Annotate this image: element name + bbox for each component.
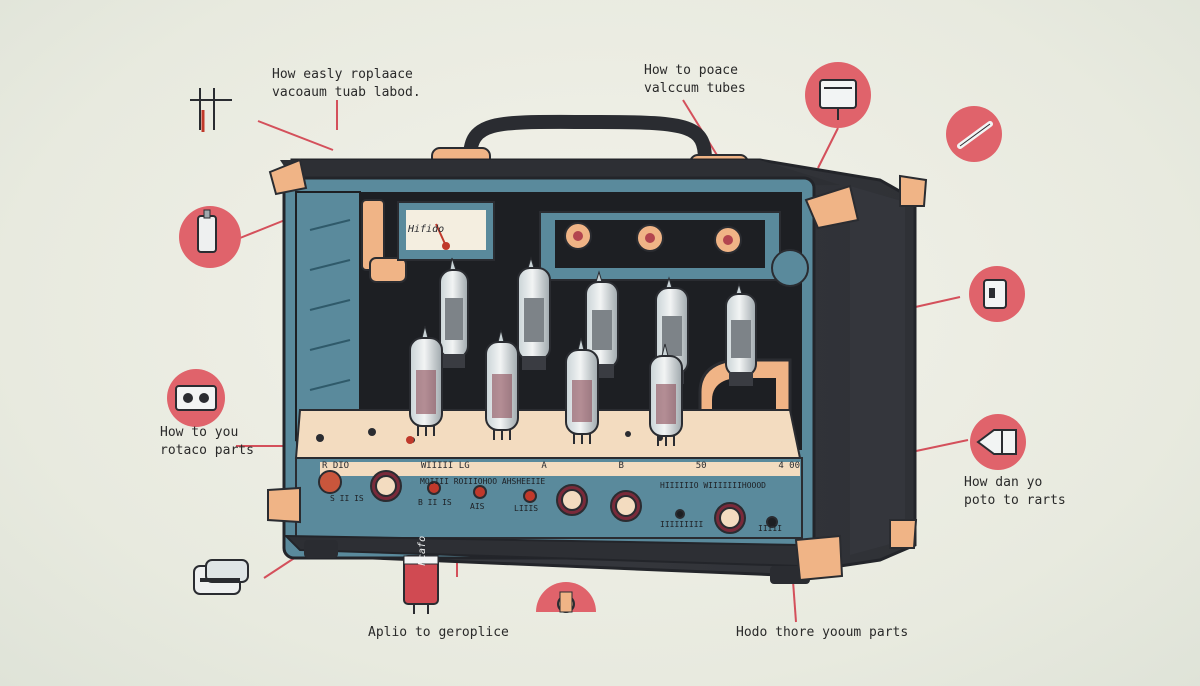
- leader-line: [257, 120, 334, 151]
- callout-line: How dan yo: [964, 475, 1043, 490]
- callout-line: vacoaum tuab labod.: [272, 85, 421, 100]
- panel-label: B: [618, 461, 624, 471]
- meter-brand-label: Hifido: [408, 224, 445, 235]
- control-knobs: [318, 470, 746, 534]
- panel-label: IIIII: [758, 524, 783, 533]
- capacitor-label: Fcafo: [417, 535, 428, 566]
- callout-line: poto to rarts: [964, 493, 1066, 508]
- panel-label: WIIIII LG: [420, 461, 470, 471]
- panel-label: A: [541, 461, 547, 471]
- callout-line-emphasis: valccum tubes: [644, 81, 746, 96]
- callout-line: How easly roplaace: [272, 67, 413, 82]
- panel-top-labels: R DIO WIIIII LG A B 50 4 00: [322, 461, 800, 477]
- callout-bottom-right: Hodo thore yooum parts: [736, 625, 909, 640]
- panel-label: IIIIIIIII: [660, 520, 704, 529]
- panel-label: S II IS: [330, 494, 364, 503]
- callout-top-center: How to poace valccum tubes: [644, 62, 746, 98]
- leader-line: [817, 127, 839, 169]
- probe-tip-icon: [970, 414, 1026, 470]
- callout-top-left: How easly roplaace vacoaum tuab labod.: [272, 66, 421, 102]
- panel-label: AIS: [470, 502, 485, 511]
- callout-right-mid: How dan yo poto to rarts: [964, 474, 1066, 510]
- callout-bottom-center: Aplio to geroplice: [368, 625, 509, 640]
- panel-label: R DIO: [322, 461, 350, 471]
- switch-icon: [969, 266, 1025, 322]
- callout-line: rotaco parts: [160, 443, 254, 458]
- callout-line: How to you: [160, 425, 239, 440]
- terminal-block-icon: [167, 369, 225, 427]
- jack-socket-icon: [536, 582, 596, 613]
- indicator-lights: [427, 481, 778, 528]
- callout-line: How to poace: [644, 63, 738, 78]
- panel-mark-left: MOIIII ROIIIOHOO AHSHEEIIE: [420, 477, 546, 486]
- vacuum-tube-socket-icon: [805, 62, 871, 128]
- panel-label: 4 00: [778, 461, 800, 471]
- cabinet-foot: [304, 540, 338, 558]
- panel-mark-right: HIIIIIIO WIIIIIIIHOOOD: [660, 481, 766, 490]
- resistor-pins-icon: [190, 88, 232, 132]
- capacitor-icon: [403, 555, 439, 614]
- panel-label: LIIIS: [514, 504, 539, 513]
- screwdriver-icon: [946, 106, 1002, 162]
- control-panel: [295, 457, 803, 539]
- vacuum-tubes-back-row: [439, 256, 757, 386]
- rear-jacks: [564, 222, 742, 254]
- plug-connector-icon: [179, 206, 241, 268]
- panel-label: B II IS: [418, 498, 452, 507]
- corner-protectors: [267, 158, 928, 582]
- panel-label: 50: [695, 461, 707, 471]
- vacuum-tubes-front-row: [409, 325, 683, 446]
- panel-bottom-labels: S II IS B II IS AIS LIIIS IIIIIIIII IIII…: [330, 494, 790, 534]
- capacitor-roll-icon: [193, 559, 249, 595]
- callout-left-mid: How to you rotaco parts: [160, 424, 254, 460]
